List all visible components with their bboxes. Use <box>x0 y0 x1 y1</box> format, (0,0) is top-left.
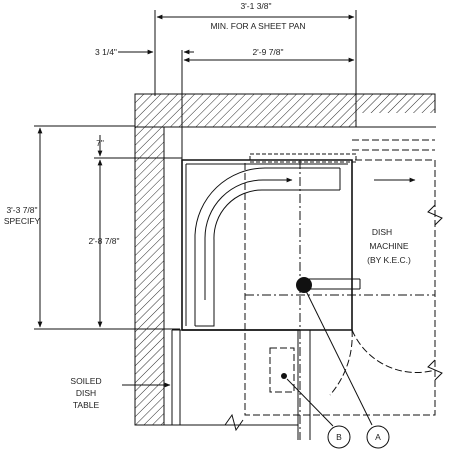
dish-machine-label-1: DISH <box>372 227 392 237</box>
floor-sink <box>269 347 295 393</box>
top-width-dimension: 3'-1 3/8" <box>240 1 271 11</box>
callout-b-circle <box>327 425 351 449</box>
overall-height-note: SPECIFY <box>4 216 41 226</box>
soiled-label-1: SOILED <box>70 376 101 386</box>
dish-machine-label-3: (BY K.E.C.) <box>367 255 411 265</box>
table-legs <box>164 329 311 440</box>
wall-opening <box>356 113 436 127</box>
drain-point-a <box>296 277 312 293</box>
dish-machine-label-2: MACHINE <box>369 241 409 251</box>
callout-b-label: B <box>336 432 342 442</box>
inner-width-dimension: 2'-9 7/8" <box>252 47 283 57</box>
callout-a-label: A <box>375 432 381 442</box>
soiled-label-2: DISH <box>76 388 96 398</box>
inner-height-dimension: 2'-8 7/8" <box>88 236 119 246</box>
callout-a-circle <box>366 425 390 449</box>
soiled-label-3: TABLE <box>73 400 100 410</box>
left-dimensions <box>34 125 182 330</box>
sheet-pan-note: MIN. FOR A SHEET PAN <box>210 21 305 31</box>
corner-table <box>181 153 357 331</box>
seven-inch-dimension: 7" <box>96 138 104 148</box>
dish-machine <box>244 139 443 440</box>
wall-hatching <box>134 93 436 426</box>
overall-height-dimension: 3'-3 7/8" <box>6 205 37 215</box>
top-dimensions <box>118 10 357 165</box>
callout-leaders <box>286 290 373 427</box>
left-offset-dimension: 3 1/4" <box>95 47 117 57</box>
